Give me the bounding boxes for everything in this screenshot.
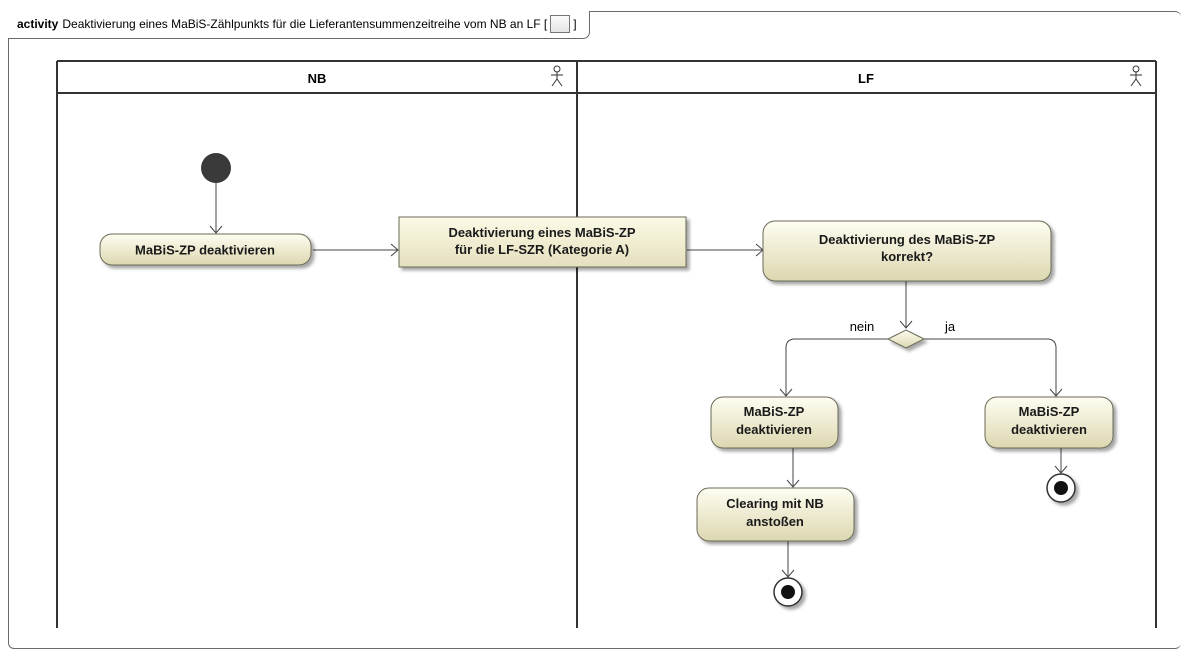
decision-node [886,329,926,349]
diagram-kind-keyword: activity [17,17,59,31]
action-nb-deactivate-label: MaBiS-ZP deaktivieren [135,243,275,258]
activity-diagram-icon [550,14,571,33]
action-clearing-line2: anstoßen [746,514,804,529]
action-left-line2: deaktivieren [736,422,812,437]
swimlanes [56,60,1157,628]
action-lf-deactivate-right: MaBiS-ZP deaktivieren [984,396,1114,449]
action-right-line1: MaBiS-ZP [1019,404,1080,419]
control-flows [209,183,1068,578]
object-node-line1: Deaktivierung eines MaBiS-ZP [448,225,635,240]
object-node-line2: für die LF-SZR (Kategorie A) [455,242,629,257]
actor-icon [1130,65,1142,87]
diagram-title-close: ] [573,17,577,31]
action-check-correct: Deaktivierung des MaBiS-ZP korrekt? [762,220,1052,282]
action-clearing-line1: Clearing mit NB [726,496,824,511]
action-lf-deactivate-left: MaBiS-ZP deaktivieren [710,396,839,449]
initial-node [201,153,231,183]
action-nb-deactivate: MaBiS-ZP deaktivieren [99,233,312,266]
guard-nein: nein [850,319,875,334]
final-node-left [773,577,803,607]
lane-lf-label: LF [858,71,874,86]
diagram-title-text: Deaktivierung eines MaBiS-Zählpunkts für… [62,17,548,31]
guard-ja: ja [944,319,956,334]
lane-nb-label: NB [308,71,327,86]
actor-icon [551,65,563,87]
action-clearing: Clearing mit NB anstoßen [696,487,855,542]
final-node-right [1046,473,1076,503]
action-left-line1: MaBiS-ZP [744,404,805,419]
action-right-line2: deaktivieren [1011,422,1087,437]
action-check-line2: korrekt? [881,249,933,264]
diagram-frame [8,11,1181,649]
action-check-line1: Deaktivierung des MaBiS-ZP [819,232,996,247]
object-node-deactivation-message: Deaktivierung eines MaBiS-ZP für die LF-… [398,216,687,268]
